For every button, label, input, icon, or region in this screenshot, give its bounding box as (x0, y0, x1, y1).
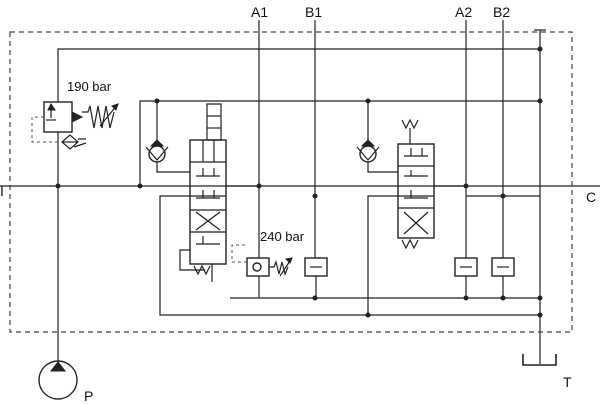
pump-symbol (38, 360, 78, 400)
port-label-carryover: C (586, 189, 596, 205)
port-cartridge-b2 (491, 257, 515, 298)
pilot-line-1 (139, 100, 540, 186)
secondary-relief-valve (231, 240, 293, 298)
check-valve-2 (356, 139, 380, 163)
relief-pressure-secondary: 240 bar (260, 229, 305, 244)
port-label-pump: P (84, 388, 93, 404)
valve-block-outline (9, 31, 573, 333)
port-label-b2: B2 (493, 4, 510, 20)
port-cartridge-a2 (454, 257, 478, 298)
spool-valve-1 (179, 103, 227, 282)
main-relief-valve (31, 101, 119, 150)
port-label-tank: T (563, 374, 572, 390)
port-label-a2: A2 (455, 4, 472, 20)
spool-valve-2 (397, 118, 435, 250)
return-loop-2 (367, 195, 434, 315)
port-cartridge-b1 (304, 257, 328, 298)
return-loop-1 (159, 195, 540, 316)
tank-symbol (522, 354, 557, 366)
port-label-a1: A1 (251, 4, 268, 20)
relief-pressure-main: 190 bar (67, 79, 112, 94)
return-line-top (57, 48, 540, 110)
port-label-inlet: I (0, 183, 4, 199)
port-label-b1: B1 (305, 4, 322, 20)
check-valve-1 (145, 139, 169, 163)
